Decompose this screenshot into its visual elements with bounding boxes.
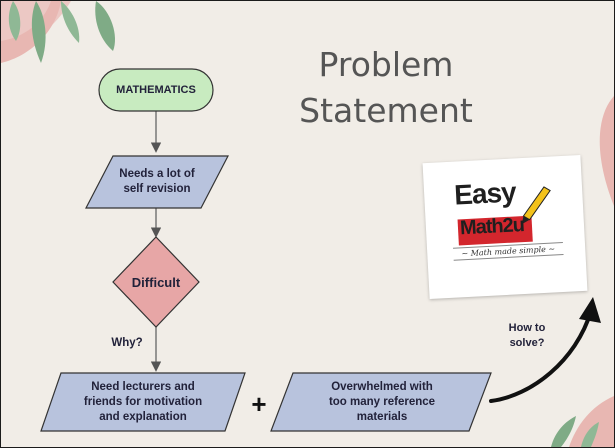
logo-backdrop — [457, 186, 551, 246]
curved-arrow — [489, 309, 593, 403]
leaf-shape — [551, 416, 576, 447]
text-line: solve? — [509, 337, 545, 349]
leaf-shape — [31, 1, 46, 63]
leaf-shape — [8, 1, 21, 41]
decoration-bottom-right — [551, 396, 614, 447]
process-node-shape — [40, 372, 246, 432]
why-label: Why? — [111, 337, 143, 349]
text-line: Need lecturers and — [91, 380, 195, 393]
pencil-tip — [521, 216, 530, 225]
process-node-shape — [85, 155, 229, 209]
start-node-label: MATHEMATICS — [116, 84, 196, 96]
text-line: too many reference — [328, 395, 436, 408]
process-node-label: Needs a lot of self revision — [96, 160, 218, 204]
logo-brand-line2: Math2u — [459, 214, 525, 240]
text-line: materials — [356, 410, 408, 423]
title-line-2: Statement — [299, 91, 473, 130]
leaf-shape — [581, 422, 599, 447]
text-line: self revision — [123, 183, 191, 195]
decoration-top-left — [1, 1, 116, 63]
curved-arrow-head — [579, 297, 601, 323]
text-line: Needs a lot of — [119, 168, 195, 180]
logo-card: Easy Math2u ~ Math made simple ~ — [422, 154, 588, 300]
text-line: Overwhelmed with — [331, 380, 433, 393]
leaf-shape — [95, 1, 116, 51]
process-node-label: Overwhelmed with too many reference mate… — [288, 375, 476, 429]
logo-brand-line1: Easy — [453, 176, 517, 211]
decision-node-label: Difficult — [131, 274, 181, 290]
text-line: How to — [508, 322, 546, 334]
process-node-shape — [270, 372, 492, 432]
pencil-icon — [522, 186, 551, 221]
how-to-solve-label: How to solve? — [496, 319, 558, 353]
decoration-right — [599, 96, 614, 206]
plus-sign: + — [251, 388, 267, 419]
process-node-label: Need lecturers and friends for motivatio… — [56, 375, 230, 429]
text-line: and explanation — [99, 410, 187, 423]
leaf-shape — [61, 1, 80, 43]
logo-red-block — [457, 215, 533, 246]
decision-node-shape — [112, 236, 200, 328]
start-node-shape — [98, 68, 214, 112]
text-line: friends for motivation — [83, 395, 203, 408]
title-line-1: Problem — [318, 45, 454, 84]
